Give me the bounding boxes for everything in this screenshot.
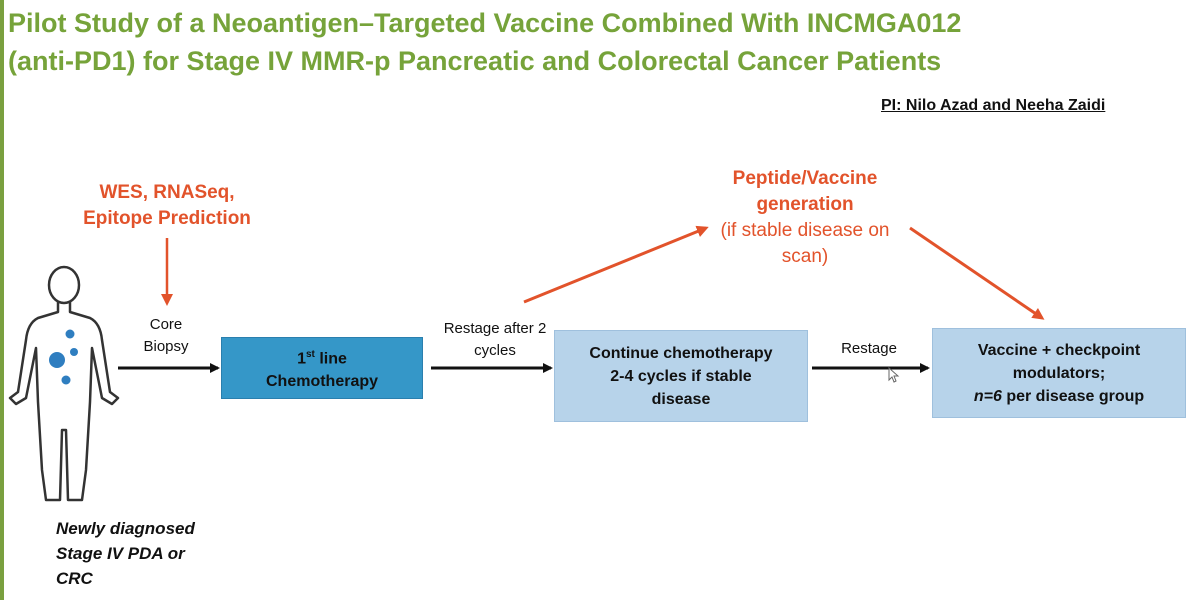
patient-caption: Newly diagnosed Stage IV PDA or CRC — [56, 519, 195, 588]
vaccine-checkpoint-box: Vaccine + checkpoint modulators; n=6 per… — [932, 328, 1186, 418]
core-biopsy-label: Core Biopsy — [143, 316, 189, 355]
left-accent-rule — [0, 0, 4, 600]
sequencing-label: WES, RNASeq, Epitope Prediction — [83, 182, 251, 229]
first-line-chemotherapy-box: 1st line Chemotherapy — [221, 337, 423, 399]
patient-figure-icon — [8, 265, 120, 502]
tumor-sites — [49, 329, 78, 385]
principal-investigators: PI: Nilo Azad and Neeha Zaidi — [881, 97, 1106, 114]
peptide-to-vaccine-arrow — [909, 226, 1045, 320]
to-peptide-generation-arrow — [523, 225, 709, 304]
restage-after-2-cycles-label: Restage after 2 cycles — [443, 320, 547, 359]
continue-chemotherapy-box: Continue chemotherapy 2-4 cycles if stab… — [554, 330, 808, 422]
restage-label: Restage — [841, 340, 897, 357]
mouse-cursor-icon — [888, 366, 900, 383]
slide-title: Pilot Study of a Neoantigen–Targeted Vac… — [8, 8, 962, 76]
peptide-generation-label: Peptide/Vaccine generation (if stable di… — [720, 168, 890, 267]
